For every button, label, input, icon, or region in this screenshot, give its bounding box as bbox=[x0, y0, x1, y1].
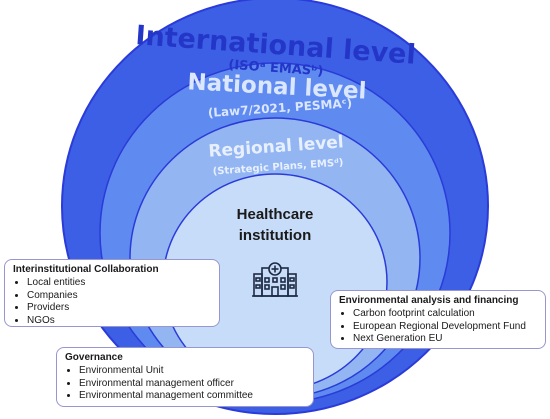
list-item: Carbon footprint calculation bbox=[353, 308, 537, 321]
international-level-subtitle: (ISOᵃ EMASᵇ) bbox=[228, 58, 324, 80]
box-list: Local entities Companies Providers NGOs bbox=[13, 277, 211, 327]
list-item: NGOs bbox=[27, 315, 211, 328]
list-item: Providers bbox=[27, 302, 211, 315]
hospital-icon bbox=[252, 262, 298, 297]
box-title: Governance bbox=[65, 352, 123, 363]
center-label-line1: Healthcare bbox=[236, 206, 314, 223]
list-item: Environmental management committee bbox=[79, 390, 305, 403]
interinstitutional-collaboration-box: Interinstitutional Collaboration Local e… bbox=[4, 259, 220, 327]
box-title: Environmental analysis and financing bbox=[339, 295, 519, 306]
list-item: European Regional Development Fund bbox=[353, 321, 537, 334]
box-title: Interinstitutional Collaboration bbox=[13, 264, 159, 275]
healthcare-institution-label: Healthcare institution bbox=[200, 204, 350, 246]
list-item: Next Generation EU bbox=[353, 333, 537, 346]
center-label-line2: institution bbox=[238, 227, 312, 244]
box-list: Environmental Unit Environmental managem… bbox=[65, 365, 305, 403]
list-item: Companies bbox=[27, 290, 211, 303]
environmental-analysis-financing-box: Environmental analysis and financing Car… bbox=[330, 290, 546, 349]
governance-box: Governance Environmental Unit Environmen… bbox=[56, 347, 314, 407]
list-item: Local entities bbox=[27, 277, 211, 290]
box-list: Carbon footprint calculation European Re… bbox=[339, 308, 537, 346]
list-item: Environmental management officer bbox=[79, 378, 305, 391]
list-item: Environmental Unit bbox=[79, 365, 305, 378]
